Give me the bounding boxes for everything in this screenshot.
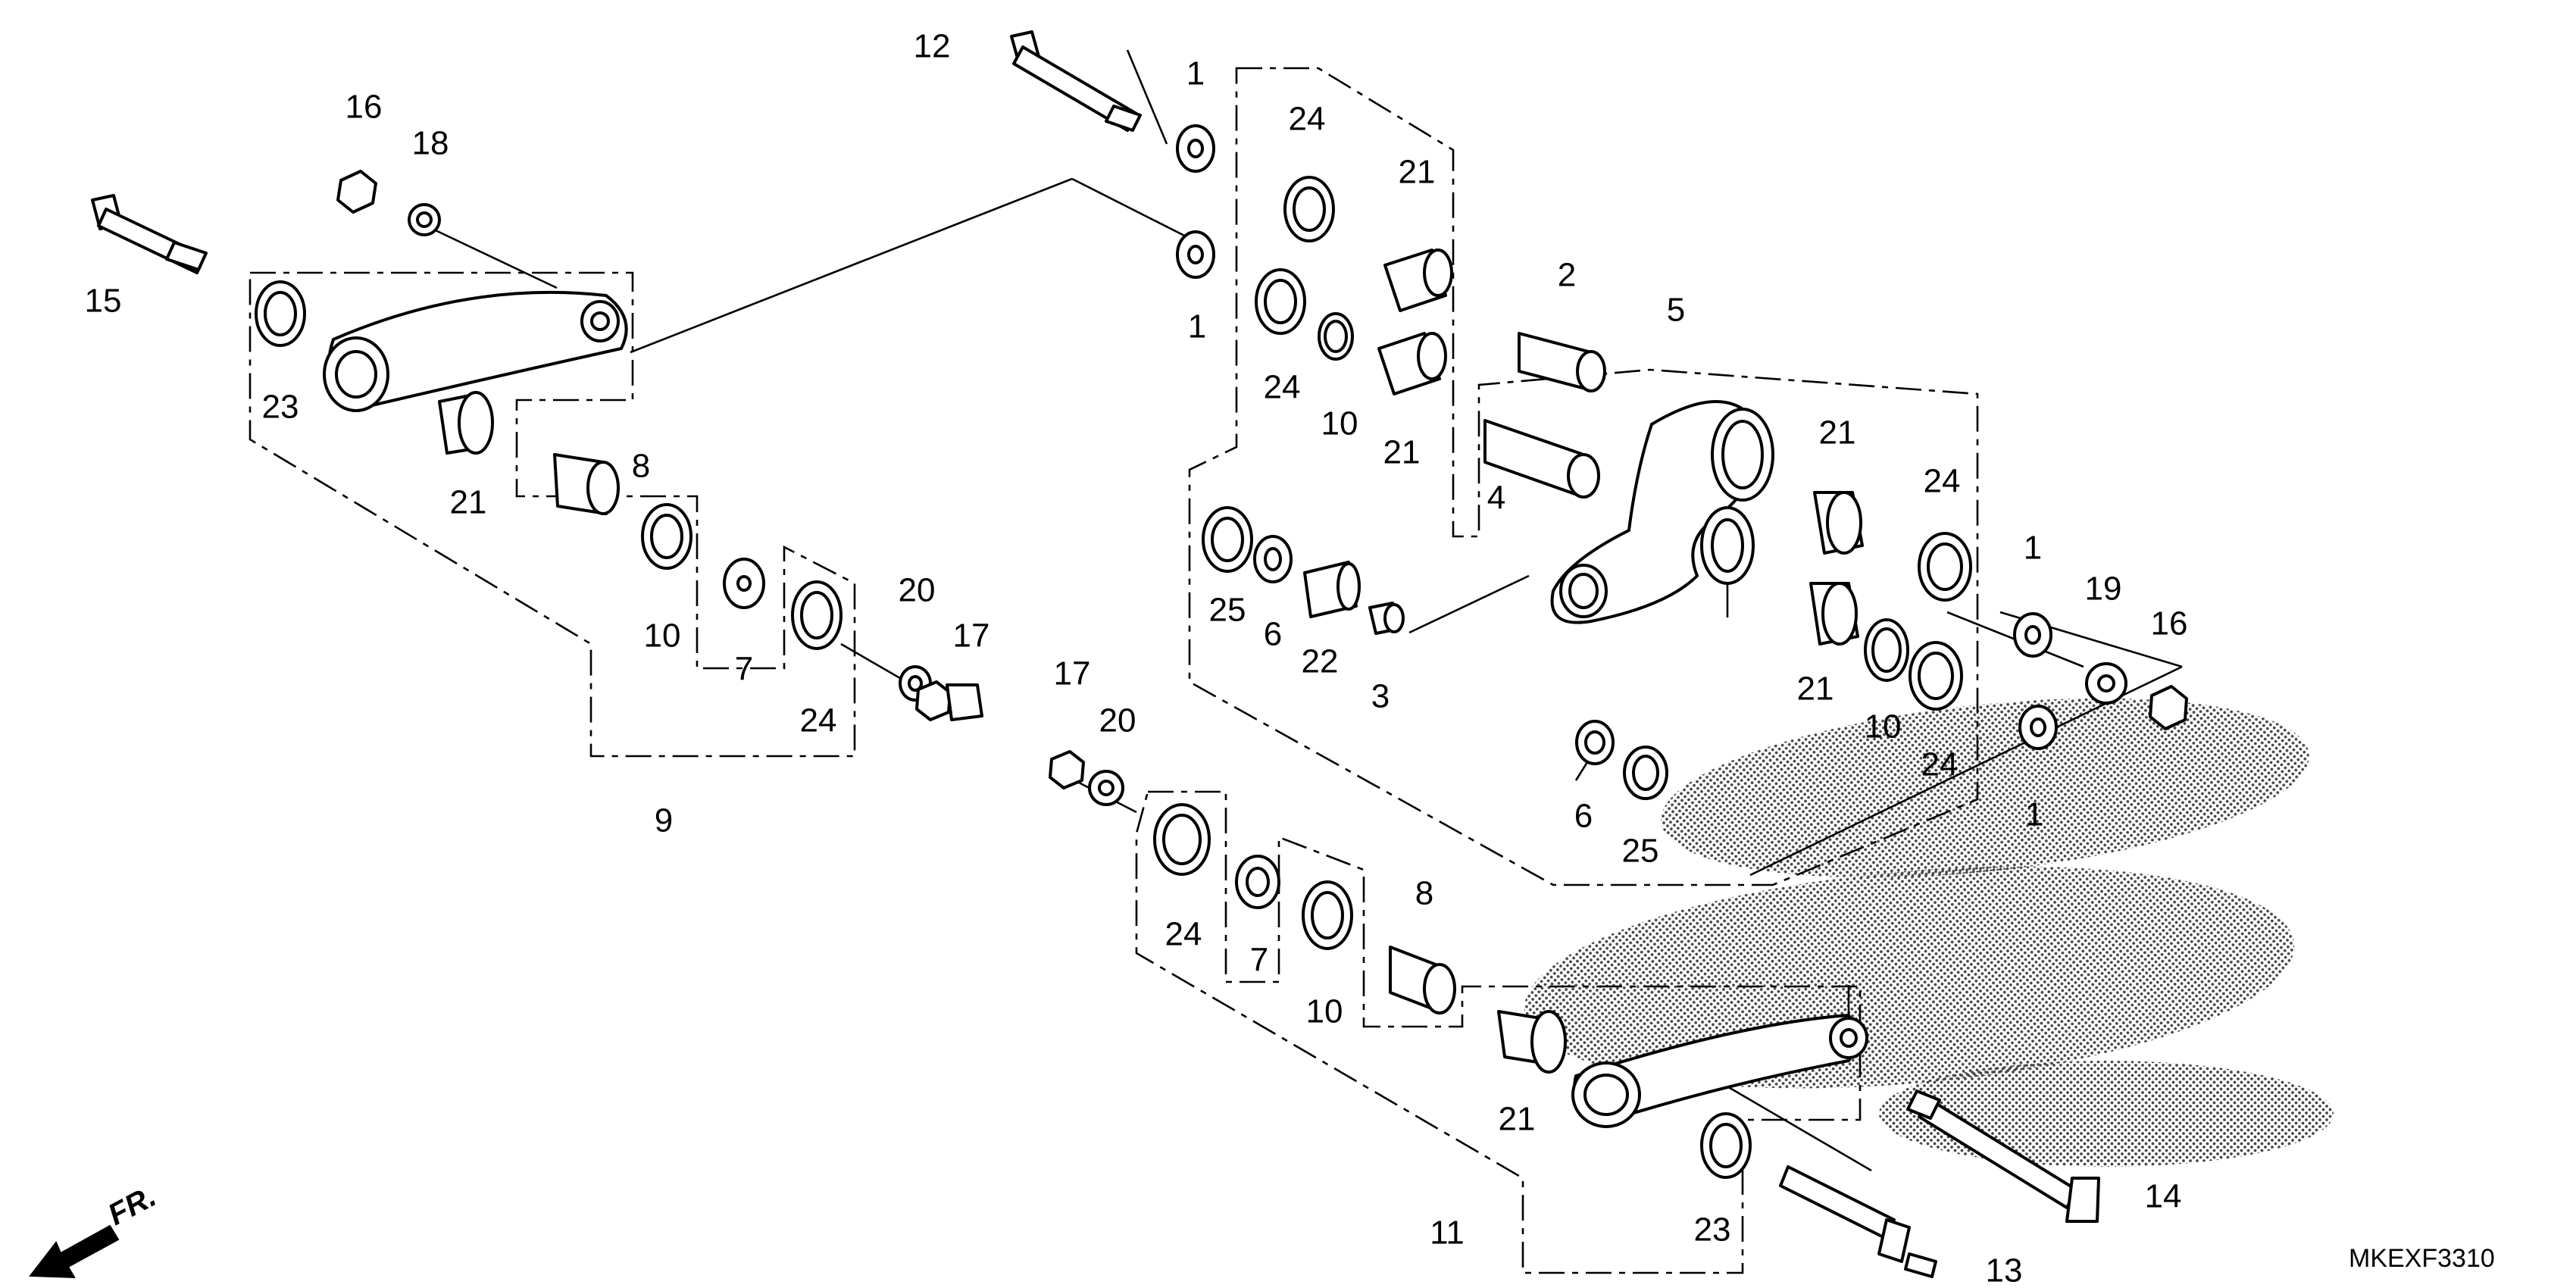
callout-21-d: 21 <box>1797 671 1834 708</box>
group-5-outline <box>1188 67 1979 886</box>
callout-1-c: 1 <box>2024 530 2042 567</box>
callout-1-b: 1 <box>1188 308 1206 345</box>
group-outlines <box>249 67 1979 1274</box>
part-link-arm-upper <box>323 290 628 412</box>
callout-17-b: 17 <box>1054 655 1091 692</box>
callout-2: 2 <box>1558 257 1576 294</box>
callout-11: 11 <box>1430 1215 1465 1252</box>
part-bolt-12 <box>1010 30 1142 132</box>
callout-17-a: 17 <box>953 617 990 655</box>
front-arrow-icon <box>29 1224 120 1279</box>
callout-25-a: 25 <box>1209 592 1246 629</box>
callout-4: 4 <box>1487 480 1505 517</box>
callout-21-f: 21 <box>1499 1101 1536 1138</box>
callout-21-c: 21 <box>1819 414 1856 452</box>
part-pivot-link <box>1550 400 1774 624</box>
callout-16-a: 16 <box>2151 605 2188 642</box>
callout-6-b: 6 <box>1574 798 1593 835</box>
callout-labels: 12 1 24 21 1 24 10 21 2 5 4 21 24 1 19 1… <box>85 28 2188 1288</box>
callout-21-b: 21 <box>1383 434 1421 471</box>
callout-23-a: 23 <box>262 389 299 426</box>
part-bolt-15 <box>91 194 208 274</box>
callout-1-d: 1 <box>2025 796 2043 833</box>
group-9-outline <box>249 271 856 758</box>
part-bearings <box>438 249 1864 1074</box>
callout-14: 14 <box>2145 1178 2182 1215</box>
callout-10-c: 10 <box>644 617 681 655</box>
callout-15: 15 <box>85 283 122 320</box>
callout-12: 12 <box>914 28 951 65</box>
callout-24-f: 24 <box>1165 916 1202 953</box>
callout-24-b: 24 <box>1264 369 1301 406</box>
callout-7-b: 7 <box>1250 942 1268 979</box>
callout-16-b: 16 <box>345 89 383 126</box>
callout-18: 18 <box>412 125 449 162</box>
callout-10-b: 10 <box>1865 708 1902 746</box>
callout-22: 22 <box>1302 643 1339 680</box>
callout-1-a: 1 <box>1186 55 1205 92</box>
callout-23-b: 23 <box>1694 1211 1731 1249</box>
part-washers <box>255 124 2127 1179</box>
callout-21-a: 21 <box>1399 154 1436 191</box>
callout-9: 9 <box>655 802 673 839</box>
callout-10-a: 10 <box>1321 405 1358 442</box>
callout-8-a: 8 <box>632 448 650 485</box>
callout-6-a: 6 <box>1264 616 1282 653</box>
callout-24-d: 24 <box>1921 746 1959 783</box>
callout-24-a: 24 <box>1289 101 1326 138</box>
part-nuts <box>336 170 2188 789</box>
part-bolt-14 <box>1906 1089 2100 1223</box>
callout-10-d: 10 <box>1306 993 1343 1030</box>
callout-3: 3 <box>1371 678 1390 715</box>
callout-19: 19 <box>2085 571 2122 608</box>
callout-13: 13 <box>1986 1252 2023 1288</box>
front-direction-indicator: FR. <box>29 1180 162 1279</box>
callout-8-b: 8 <box>1415 875 1433 912</box>
callout-24-e: 24 <box>800 702 837 739</box>
callout-7-a: 7 <box>735 651 753 688</box>
part-bolt-13 <box>1779 1165 1937 1278</box>
front-label: FR. <box>103 1180 162 1232</box>
callout-21-e: 21 <box>450 484 487 521</box>
callout-25-b: 25 <box>1622 833 1659 870</box>
callout-24-c: 24 <box>1924 463 1961 500</box>
callout-20-a: 20 <box>899 572 936 609</box>
diagram-code: MKEXF3310 <box>2349 1244 2495 1273</box>
callout-20-b: 20 <box>1099 702 1136 739</box>
group-11-outline <box>1135 790 1862 1274</box>
part-link-arm-lower <box>1571 1014 1868 1128</box>
callout-5: 5 <box>1667 292 1685 329</box>
